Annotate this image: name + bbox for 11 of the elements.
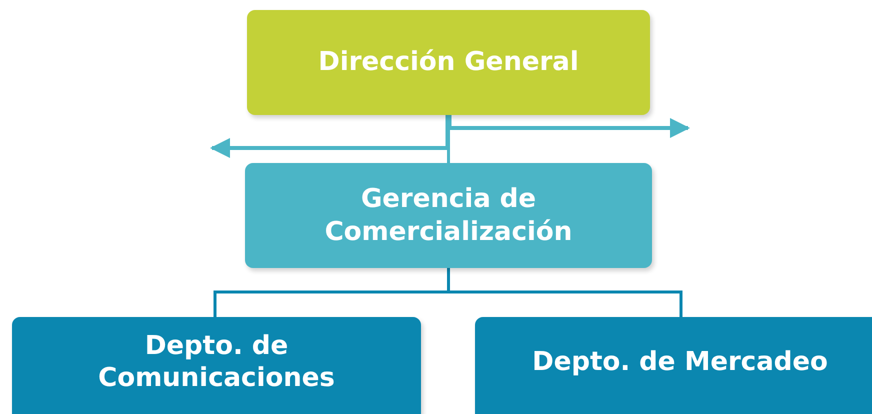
org-box xyxy=(475,317,872,414)
arrow xyxy=(448,115,690,138)
org-box xyxy=(245,163,652,268)
org-box xyxy=(247,10,650,115)
box-title: Dirección General xyxy=(317,46,580,79)
box-title: Gerencia de Comercialización xyxy=(324,183,574,248)
org-box xyxy=(12,317,421,414)
connector-line xyxy=(447,268,682,317)
box-title: Depto. de Mercadeo xyxy=(531,346,829,378)
box-title: Depto. de Comunicaciones xyxy=(97,330,336,394)
arrow xyxy=(210,115,450,158)
